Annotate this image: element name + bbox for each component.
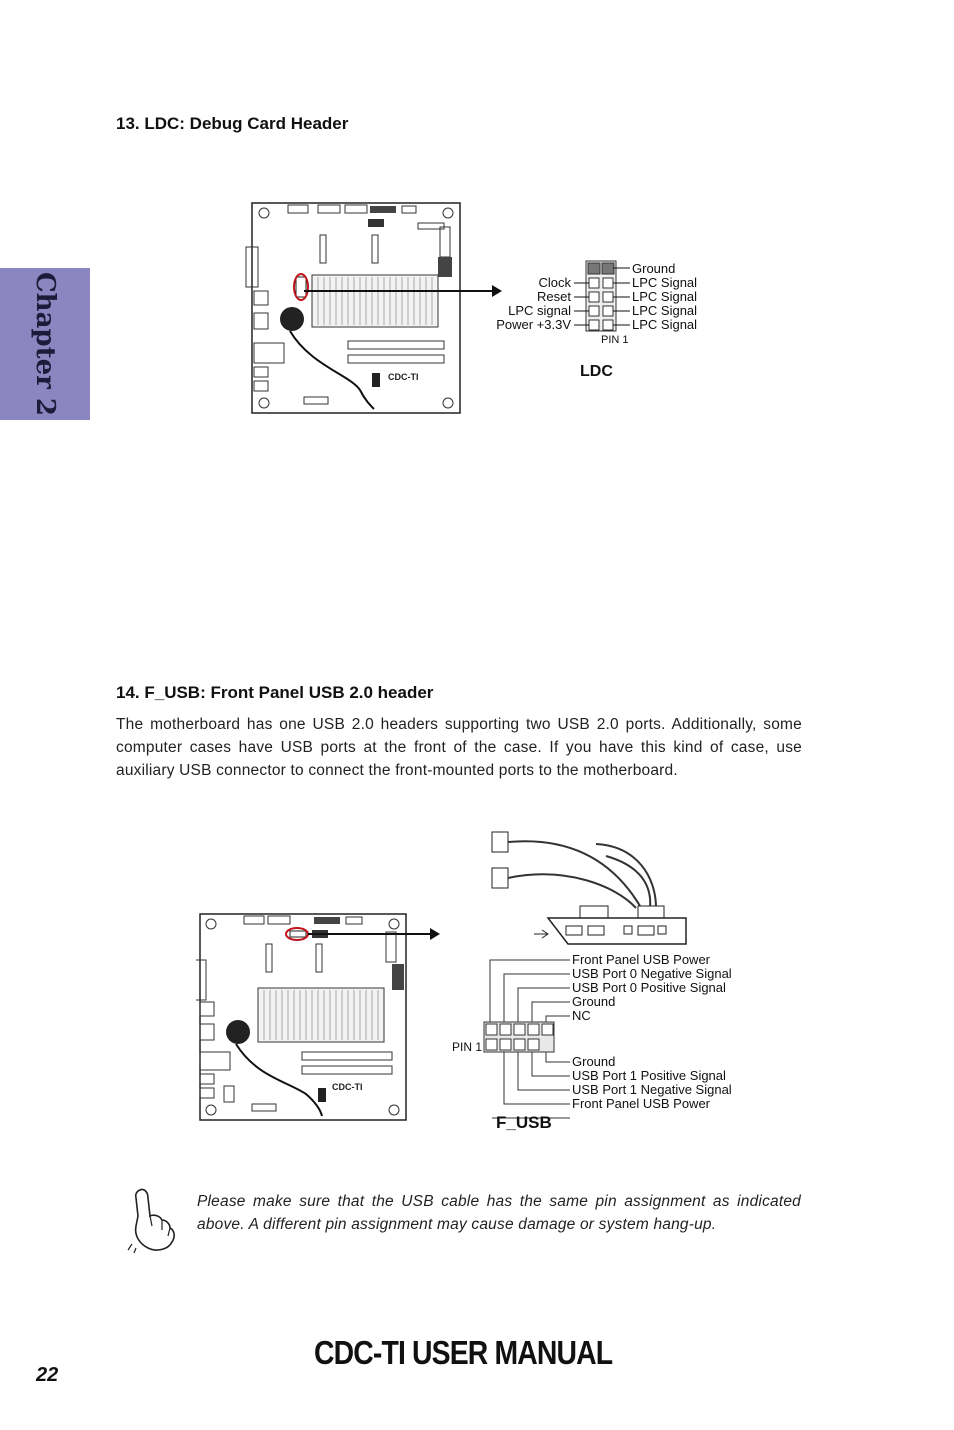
ldc-pin1-label: PIN 1 <box>601 334 629 346</box>
ldc-highlight-ring <box>293 273 309 301</box>
fusb-label-top-1: Front Panel USB Power <box>572 952 711 967</box>
usb-bracket-cable <box>491 831 687 945</box>
ldc-pin-label-lpc-3: LPC Signal <box>632 303 697 318</box>
manual-title: CDC-TI USER MANUAL <box>314 1334 613 1371</box>
fusb-header-mark <box>289 930 307 938</box>
fusb-label-top-4: Ground <box>572 994 615 1009</box>
ldc-diagram: CDC-TI Clock Reset LPC signal Power +3.3… <box>245 202 697 414</box>
chapter-tab: Chapter 2 <box>0 268 90 420</box>
chapter-tab-label: Chapter 2 <box>30 271 60 417</box>
fusb-board-label: CDC-TI <box>332 1082 363 1092</box>
ldc-pin-label-power: Power +3.3V <box>496 317 571 332</box>
fusb-label-top-3: USB Port 0 Positive Signal <box>572 980 726 995</box>
section-14-body: The motherboard has one USB 2.0 headers … <box>116 716 802 779</box>
ldc-pin-label-ground: Ground <box>632 261 675 276</box>
heatsink-2 <box>257 987 385 1043</box>
fusb-header-name: F_USB <box>496 1113 552 1132</box>
ldc-pin-label-clock: Clock <box>538 275 571 290</box>
ldc-pin-label-lpc-signal: LPC signal <box>508 303 571 318</box>
ldc-header-mark <box>295 276 307 298</box>
section-13-heading: 13. LDC: Debug Card Header <box>116 114 349 133</box>
ldc-pin-label-lpc-1: LPC Signal <box>632 275 697 290</box>
fusb-label-bottom-4: Front Panel USB Power <box>572 1096 711 1111</box>
ldc-arrow-head <box>492 285 502 297</box>
cmos-battery-2 <box>226 1020 250 1044</box>
section-14-heading: 14. F_USB: Front Panel USB 2.0 header <box>116 683 434 702</box>
fusb-arrow-head <box>430 928 440 940</box>
note-text: Please make sure that the USB cable has … <box>197 1193 801 1233</box>
cmos-battery <box>280 307 304 331</box>
ldc-pin-label-lpc-2: LPC Signal <box>632 289 697 304</box>
fusb-label-bottom-3: USB Port 1 Negative Signal <box>572 1082 732 1097</box>
page-number: 22 <box>36 1364 59 1386</box>
ldc-header-name: LDC <box>580 363 613 380</box>
fusb-label-bottom-1: Ground <box>572 1054 615 1069</box>
ldc-pin-label-reset: Reset <box>537 289 571 304</box>
ldc-board-label: CDC-TI <box>388 372 419 382</box>
fusb-diagram: CDC-TI <box>196 831 732 1132</box>
fusb-label-top-5: NC <box>572 1008 591 1023</box>
fusb-label-top-2: USB Port 0 Negative Signal <box>572 966 732 981</box>
ldc-pin-label-lpc-4: LPC Signal <box>632 317 697 332</box>
fusb-label-bottom-2: USB Port 1 Positive Signal <box>572 1068 726 1083</box>
fusb-pin1-label: PIN 1 <box>452 1040 482 1054</box>
pointing-hand-icon <box>127 1188 175 1254</box>
heatsink <box>311 274 439 328</box>
